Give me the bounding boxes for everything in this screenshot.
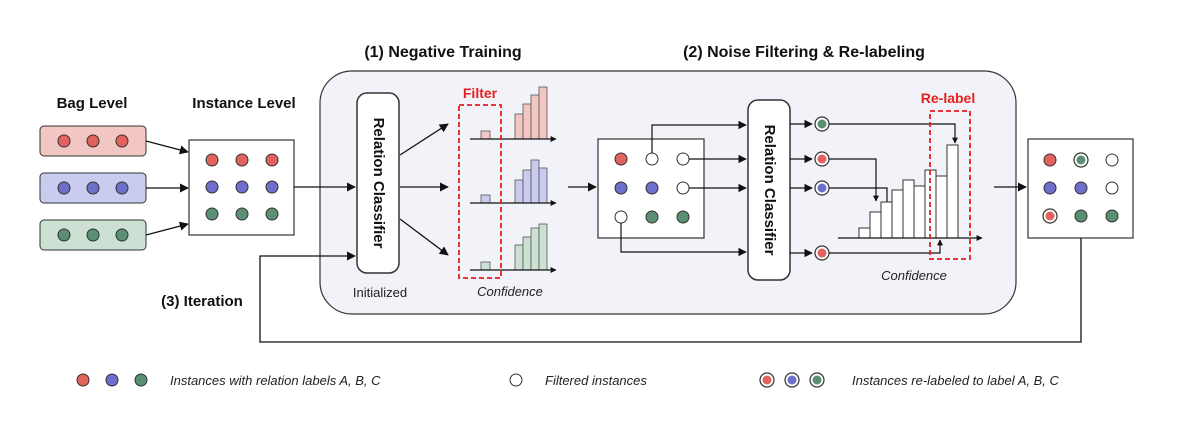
relation-classifier-1: Relation Classifier — [356, 92, 400, 274]
relabel-label: Re-label — [921, 90, 975, 106]
filter-label: Filter — [463, 85, 498, 101]
legend-relabeled-red — [762, 375, 772, 385]
histogram-green — [470, 223, 557, 273]
relation-classifier-1-label: Relation Classifier — [370, 118, 387, 249]
filtered-path-bottom — [620, 223, 747, 257]
histogram-blue — [470, 159, 557, 206]
bag-red — [39, 125, 147, 157]
legend-relation-labels: Instances with relation labels A, B, C — [170, 373, 381, 388]
confidence-label-2: Confidence — [881, 268, 947, 283]
classifier1-arrow-top — [399, 123, 449, 156]
legend-red-dot — [76, 373, 90, 387]
instance-level-label: Instance Level — [192, 95, 295, 112]
histogram-red — [470, 86, 557, 142]
filtered-path-top — [651, 120, 747, 153]
initialized-label: Initialized — [353, 285, 407, 300]
bag-green — [39, 219, 147, 251]
confidence-path-4 — [829, 239, 943, 254]
relabel-box — [929, 110, 971, 260]
legend-green-dot — [134, 373, 148, 387]
filtered-grid — [597, 138, 705, 239]
confidence-path-3 — [829, 187, 890, 209]
iteration-loop — [259, 238, 1082, 343]
noise-filtering-title: (2) Noise Filtering & Re-labeling — [683, 44, 925, 61]
legend-relabeled: Instances re-labeled to label A, B, C — [852, 373, 1060, 388]
bag-arrow-green — [145, 221, 189, 236]
legend-filtered: Filtered instances — [545, 373, 647, 388]
output-grid — [1027, 138, 1134, 239]
confidence-label-1: Confidence — [477, 284, 543, 299]
bag-level-label: Bag Level — [57, 95, 128, 112]
negative-training-title: (1) Negative Training — [364, 44, 521, 61]
relation-classifier-2-label: Relation Classifier — [761, 125, 778, 256]
iteration-label: (3) Iteration — [161, 293, 243, 310]
legend-relabeled-green — [812, 375, 822, 385]
legend-relabeled-blue — [787, 375, 797, 385]
legend-filtered-dot — [509, 373, 523, 387]
confidence-path-2 — [829, 158, 879, 202]
confidence-path-1 — [829, 123, 958, 144]
instance-level-grid — [188, 139, 295, 236]
filter-box — [458, 104, 502, 279]
bag-arrow-red — [145, 140, 189, 155]
classifier1-arrow-bot — [399, 218, 449, 256]
bag-blue — [39, 172, 147, 204]
legend: Instances with relation labels A, B, C F… — [76, 372, 1060, 388]
legend-blue-dot — [105, 373, 119, 387]
relabeled-instances — [814, 116, 830, 261]
relation-classifier-2: Relation Classifier — [747, 99, 791, 281]
